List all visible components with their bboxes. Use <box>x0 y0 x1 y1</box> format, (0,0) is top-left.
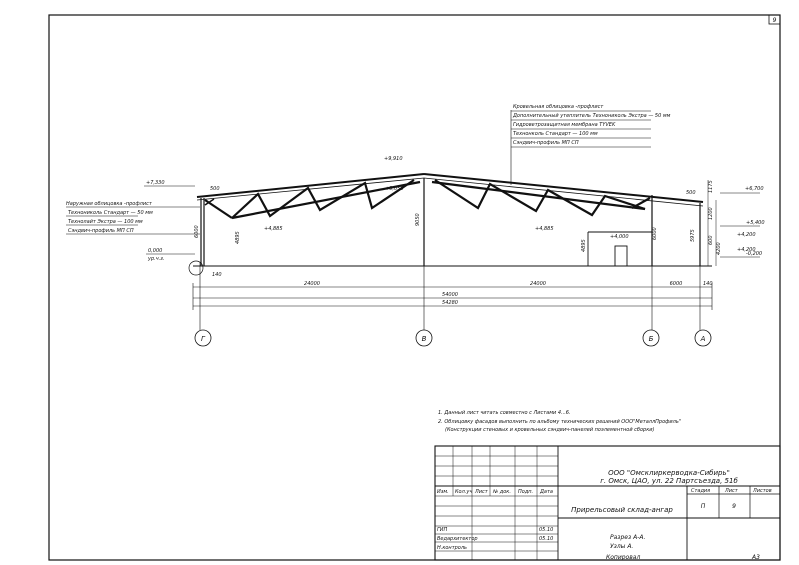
title-block <box>434 445 781 561</box>
stage-label: Стадия <box>691 488 710 494</box>
axis-bubble <box>694 329 712 347</box>
dim-span1: 24000 <box>304 281 320 287</box>
elevation-truss-left: +4,885 <box>264 226 283 232</box>
dim-span3: 6000 <box>670 281 683 287</box>
stage-value: П <box>701 503 706 510</box>
dim-lines <box>192 262 713 330</box>
roof-note-line: Дополнительный утеплитель Технониколь Эк… <box>512 113 671 119</box>
dim-col-left: 6000 <box>194 225 200 238</box>
dim-ridge-height: 9050 <box>415 213 421 226</box>
copied-label: Копировал <box>606 554 640 561</box>
dim-rs2: 1200 <box>708 207 714 220</box>
elevation-truss-right: +4,885 <box>535 226 554 232</box>
trusses <box>204 179 651 220</box>
dim-eave-left: 500 <box>210 186 220 192</box>
dim-door-h: 4895 <box>581 239 587 252</box>
dim-col-right: 6000 <box>652 227 658 240</box>
dim-rs1: 1175 <box>708 180 714 193</box>
date-gip: 05.10 <box>539 527 553 533</box>
general-notes: 1. Данный лист читать совместно с Листам… <box>438 410 681 433</box>
sheet-title-2: Узлы А. <box>610 543 633 550</box>
partition <box>587 231 652 267</box>
wall-note-title: Наружная облицовка -профлист <box>66 201 153 207</box>
elevation-marks: +7,330 0,000 ур.ч.з. +9,910 +9,050 +4,88… <box>144 156 765 262</box>
elevation-ridge-low: +9,050 <box>385 186 404 192</box>
hdr-date: Дата <box>539 489 553 495</box>
roof-note-line: Технонколь Стандарт — 100 мм <box>513 131 598 137</box>
note-3: (Конструкции стеновых и кровельных сэндв… <box>445 427 655 433</box>
axis-label: Б <box>649 335 654 343</box>
dim-off-left: 140 <box>212 272 222 278</box>
wall-note-line: Сэндвич-профиль МП СП <box>68 228 134 234</box>
roof-note-leader <box>510 110 651 185</box>
company-name: ООО "Омсклиркерводка-Сибирь" <box>608 469 730 477</box>
hdr-list: Лист <box>474 489 489 495</box>
axis-bubble <box>415 329 433 347</box>
note-1: 1. Данный лист читать совместно с Листам… <box>438 410 571 416</box>
hdr-kolvo: Кол.уч <box>455 489 472 495</box>
format-label: А3 <box>751 554 760 561</box>
elevation-right-top: +6,700 <box>745 186 764 192</box>
axis-bubble <box>642 329 660 347</box>
sheet-label: Лист <box>724 488 739 494</box>
elevation-door: +4,000 <box>610 234 629 240</box>
title-block-text: ООО "Омсклиркерводка-Сибирь" г. Омск, ЦА… <box>437 469 772 561</box>
dim-total2: 54280 <box>442 300 458 306</box>
sheet-number: 9 <box>773 17 777 24</box>
dim-right-col: 5975 <box>690 229 696 242</box>
wall-note-line: Технолайт Экстра — 100 мм <box>68 219 143 225</box>
axis-label: А <box>700 335 706 343</box>
axis-label: В <box>422 335 427 343</box>
roof-note-line: Сэндвич-профиль МП СП <box>513 140 579 146</box>
hdr-izm: Изм. <box>437 489 449 495</box>
columns <box>200 178 701 266</box>
axis-bubble <box>194 329 212 347</box>
roof-note-title: Кровельная облицовка -профлист <box>513 104 604 110</box>
dim-rs4: 4200 <box>716 242 722 255</box>
dim-eave-right: 500 <box>686 190 696 196</box>
sheet-frame <box>48 14 781 561</box>
sheet-number-box <box>768 14 781 25</box>
elevation-right-mid2: +4,200 <box>737 232 756 238</box>
hdr-doc: № док. <box>492 489 511 495</box>
dim-rs3: 600 <box>708 235 714 245</box>
elevation-ridge: +9,910 <box>384 156 403 162</box>
elevation-right-mid3: +4,200 <box>737 247 756 253</box>
door <box>614 245 628 267</box>
elevation-right-bottom: -0,200 <box>746 251 762 257</box>
sheet-title-1: Разрез А-А. <box>610 534 645 541</box>
elevation-top-left: +7,330 <box>146 180 165 186</box>
dim-off-right: 140 <box>703 281 713 287</box>
elevation-right-mid1: +5,400 <box>746 220 765 226</box>
dim-truss-depth-left: 4895 <box>235 231 241 244</box>
vertical-dims: 500 500 6000 4895 9050 4895 6000 5975 11… <box>194 180 722 266</box>
roof <box>196 173 704 207</box>
hdr-sign: Подп. <box>518 489 533 495</box>
project-name: Прирельсовый склад-ангар <box>571 506 673 514</box>
dims-horizontal: 140 140 24000 24000 6000 54000 54280 <box>212 272 713 306</box>
grid-axes: Г В Б А <box>188 260 712 347</box>
elevation-ground: ур.ч.з. <box>147 256 165 262</box>
note-2: 2. Облицовку фасадов выполнить по альбом… <box>438 419 681 425</box>
wall-note-line: Технониколь Стандарт — 50 мм <box>68 210 153 216</box>
company-address: г. Омск, ЦАО, ул. 22 Партсъезда, 51б <box>600 477 738 485</box>
node-marker <box>188 260 204 276</box>
dim-total1: 54000 <box>442 292 458 298</box>
roof-note: Кровельная облицовка -профлист Дополните… <box>512 104 671 146</box>
sheet-value: 9 <box>732 503 736 510</box>
elevation-zero: 0,000 <box>148 248 162 254</box>
roof-note-line: Гидроветрозащитная мембрана TYVEK <box>513 122 616 128</box>
sheets-label: Листов <box>752 488 772 494</box>
wall-note-leader <box>66 206 200 235</box>
role-control: Н.контроль <box>437 545 467 551</box>
axis-label: Г <box>201 335 206 343</box>
dim-span2: 24000 <box>530 281 546 287</box>
role-gip: ГИП <box>437 527 448 533</box>
wall-note: Наружная облицовка -профлист Технониколь… <box>66 201 153 234</box>
role-arch: Ведархитектор <box>437 536 478 542</box>
date-arch: 05.10 <box>539 536 553 542</box>
